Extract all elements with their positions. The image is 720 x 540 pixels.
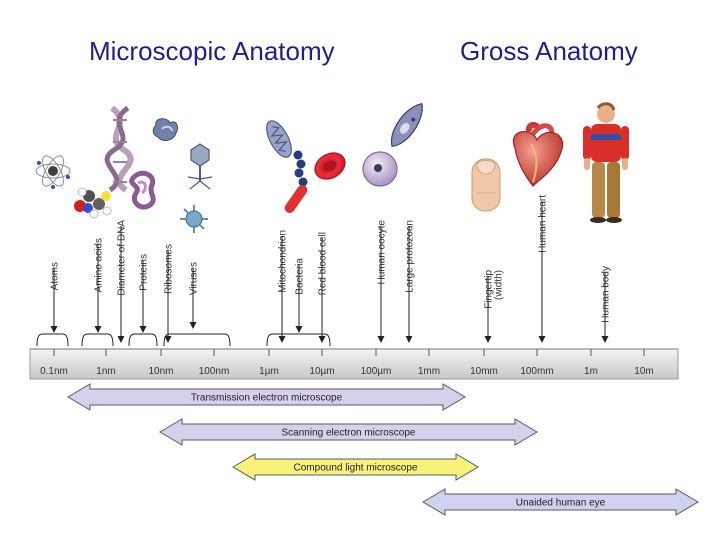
item-label: Red blood cell	[318, 232, 329, 295]
scale-ticks: 0.1nm 1nm 10nm 100nm 1µm 10µm 100µm 1mm 10mm 100m…	[40, 349, 654, 377]
range-arrow-shape	[232, 453, 479, 481]
scale-tick-label: 100mm	[520, 366, 553, 377]
item-pointer-arrowhead	[278, 336, 286, 343]
item-oocyte: Human oocyte	[377, 220, 388, 343]
item-pointer-arrowhead	[318, 336, 326, 343]
range-label: Compound light microscope	[294, 463, 418, 474]
protein-icon	[129, 170, 156, 210]
item-label: Viruses	[189, 262, 200, 295]
human-body-icon	[583, 102, 629, 223]
scale-tick-label: 10µm	[309, 366, 334, 377]
item-labels: Atoms Amino acids Diameter of DNA Proteins R…	[36, 195, 612, 347]
item-molecule: Amino acids	[81, 238, 114, 347]
item-red-blood-cell: Red blood cell	[318, 232, 329, 343]
scale-tick-label: 1mm	[418, 366, 440, 377]
item-virus: Viruses	[163, 262, 231, 347]
molecule-icon	[74, 187, 112, 219]
item-pointer-arrowhead	[538, 336, 546, 343]
item-range-bracket	[266, 333, 331, 347]
item-pointer-arrowhead	[94, 326, 102, 333]
item-fingertip: Fingertip(width)	[484, 270, 505, 343]
oocyte-icon	[362, 151, 398, 187]
item-protein: Proteins	[128, 254, 158, 347]
scale-tick-label: 1nm	[96, 366, 115, 377]
ribosome-icon	[152, 118, 179, 141]
microscopic-anatomy-heading: Microscopic Anatomy	[89, 36, 335, 66]
microscope-ranges: Transmission electron microscopeScanning…	[67, 383, 699, 516]
item-label: Proteins	[139, 254, 150, 291]
item-human-body: Human body	[601, 266, 612, 343]
item-pointer-arrowhead	[377, 336, 385, 343]
red-blood-cell-icon	[314, 152, 346, 180]
item-label: Ribosomes	[164, 244, 175, 294]
scale-tick-label: 10m	[634, 366, 653, 377]
range-arrow-unaided-human-eye: Unaided human eye	[422, 488, 699, 516]
range-label: Unaided human eye	[516, 498, 606, 509]
item-pointer-arrowhead	[295, 326, 303, 333]
dna-helix-icon	[104, 105, 134, 193]
virus-icon	[180, 143, 213, 233]
item-pointer-arrowhead	[484, 336, 492, 343]
scale-tick-label: 100nm	[199, 366, 230, 377]
item-label: Bacteria	[295, 258, 306, 295]
item-range-bracket	[36, 333, 69, 347]
heart-icon	[512, 122, 564, 187]
item-range-bracket	[163, 333, 231, 347]
range-arrow-compound-light-microscope: Compound light microscope	[232, 453, 479, 481]
item-range-bracket	[81, 333, 114, 347]
item-dna-helix: Diameter of DNA	[117, 220, 128, 343]
gross-anatomy-heading: Gross Anatomy	[460, 36, 638, 66]
item-label: Diameter of DNA	[117, 220, 128, 296]
item-pointer-arrowhead	[117, 336, 125, 343]
item-atom: Atoms	[36, 262, 69, 347]
range-label: Scanning electron microscope	[282, 428, 416, 439]
scale-tick-label: 0.1nm	[40, 366, 68, 377]
item-label: Human body	[601, 266, 612, 323]
range-arrow-shape	[67, 383, 466, 411]
scale-tick-label: 1µm	[259, 366, 279, 377]
item-label: Large protozoan	[405, 220, 416, 293]
item-ribosome: Ribosomes	[164, 244, 175, 343]
mitochondrion-icon	[266, 120, 292, 158]
scale-bar	[29, 348, 679, 380]
item-label: Mitochondrion	[278, 230, 289, 293]
item-heart: Human heart	[538, 195, 549, 343]
item-label: Human heart	[538, 195, 549, 253]
range-arrow-scanning-electron-microscope: Scanning electron microscope	[159, 418, 538, 446]
range-arrow-shape	[159, 418, 538, 446]
item-range-bracket	[128, 333, 158, 347]
atom-icon	[35, 155, 71, 189]
item-label: Human oocyte	[377, 220, 388, 285]
item-label: Atoms	[50, 262, 61, 290]
item-bacteria: Bacteria	[266, 258, 331, 347]
range-label: Transmission electron microscope	[191, 393, 343, 404]
scale-tick-label: 100µm	[361, 366, 392, 377]
item-pointer-arrowhead	[189, 322, 197, 329]
scale-tick-label: 1m	[584, 366, 598, 377]
scale-tick-label: 10nm	[148, 366, 173, 377]
item-protozoan: Large protozoan	[405, 220, 416, 343]
range-arrow-transmission-electron-microscope: Transmission electron microscope	[67, 383, 466, 411]
protozoan-icon	[390, 103, 423, 147]
item-label: Amino acids	[94, 238, 105, 292]
bacteria-icon	[284, 150, 308, 214]
item-pointer-arrowhead	[139, 326, 147, 333]
fingertip-icon	[471, 158, 501, 212]
item-pointer-arrowhead	[164, 336, 172, 343]
item-pointer-arrowhead	[405, 336, 413, 343]
item-label: Fingertip(width)	[484, 270, 505, 309]
item-mitochondrion: Mitochondrion	[278, 230, 289, 343]
item-pointer-arrowhead	[601, 336, 609, 343]
item-pointer-arrowhead	[50, 326, 58, 333]
scale-tick-label: 10mm	[470, 366, 498, 377]
range-arrow-shape	[422, 488, 699, 516]
